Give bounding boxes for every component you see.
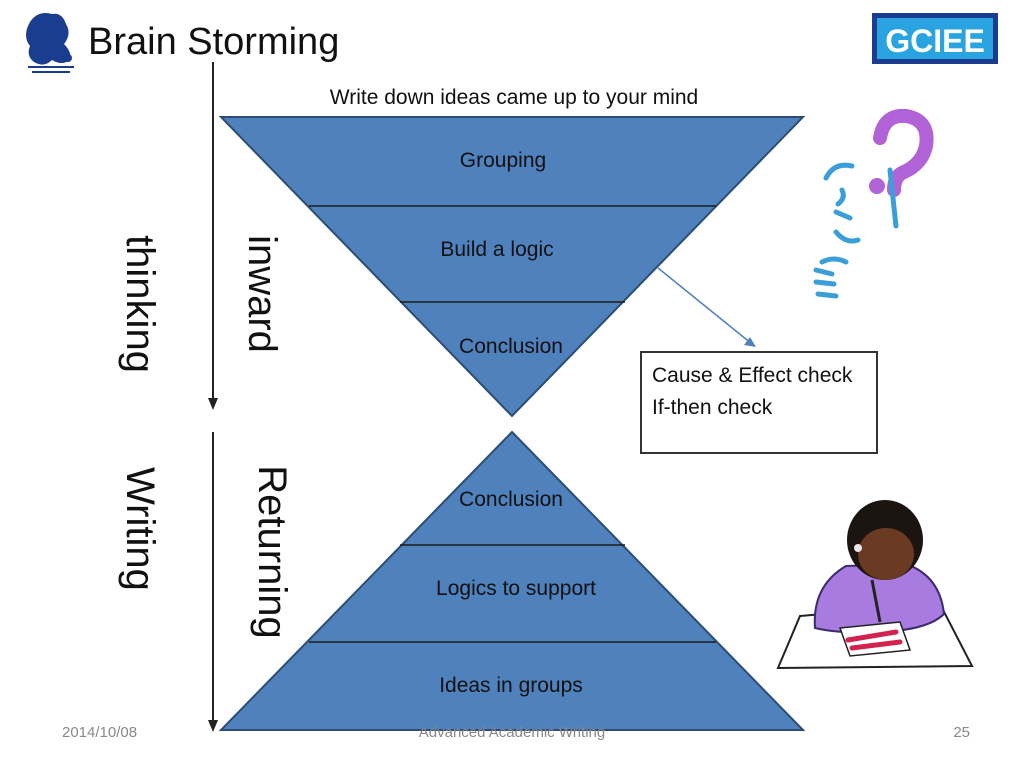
check-box-line-if-then: If-then check	[652, 396, 773, 419]
inverted-triangle	[218, 116, 806, 418]
check-box: Cause & Effect check If-then check	[640, 351, 878, 454]
student-clipart	[776, 500, 974, 670]
footer-date: 2014/10/08	[62, 724, 138, 741]
gciee-logo-text: GCIEE	[885, 23, 985, 59]
footer-page-number: 25	[953, 724, 970, 741]
side-label-inward: inward	[240, 235, 284, 353]
slide-title: Brain Storming	[88, 21, 340, 63]
upright-triangle	[218, 430, 806, 731]
layer-ideas-in-groups: Ideas in groups	[439, 674, 583, 697]
university-logo	[26, 13, 74, 73]
thinking-face-clipart	[813, 108, 934, 299]
top-caption: Write down ideas came up to your mind	[329, 86, 699, 109]
layer-build-a-logic: Build a logic	[440, 238, 554, 261]
layer-grouping: Grouping	[459, 149, 547, 172]
check-connector-arrow	[657, 267, 756, 347]
layer-logics-to-support: Logics to support	[436, 577, 596, 600]
gciee-logo: GCIEE	[872, 13, 998, 64]
thinking-arrow	[208, 62, 218, 410]
layer-conclusion-bottom: Conclusion	[459, 488, 563, 511]
layer-conclusion-top: Conclusion	[459, 335, 563, 358]
check-box-line-cause-effect: Cause & Effect check	[652, 364, 853, 387]
side-label-writing: Writing	[118, 467, 162, 591]
side-label-returning: Returning	[250, 465, 294, 639]
writing-arrow	[208, 432, 218, 732]
side-label-thinking: thinking	[118, 235, 162, 373]
footer-course: Advanced Academic Writing	[418, 724, 606, 741]
